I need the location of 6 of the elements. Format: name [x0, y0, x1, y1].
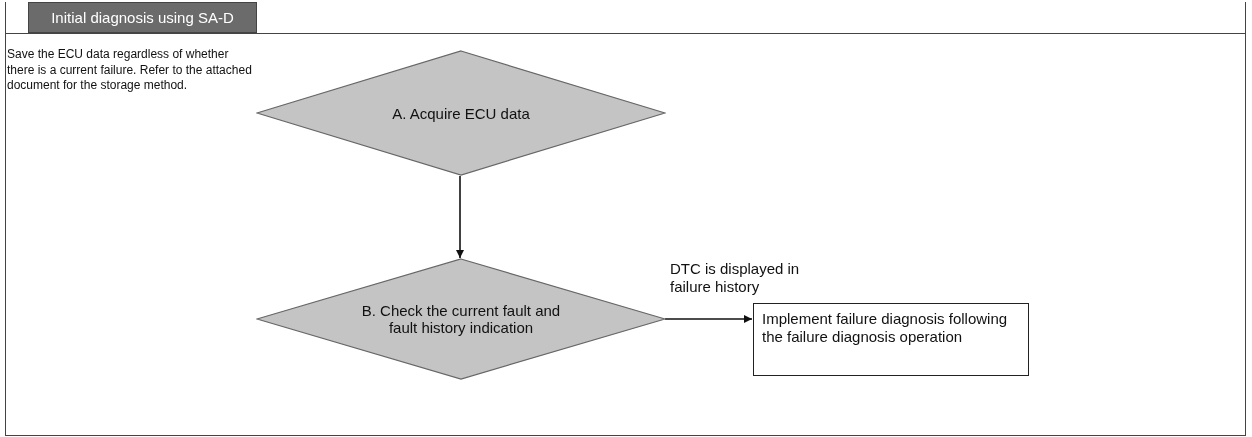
decision-text: B. Check the current fault and fault history indication — [360, 302, 562, 336]
section-title-tab: Initial diagnosis using SA-D — [28, 2, 257, 33]
decision-text: A. Acquire ECU data — [392, 104, 530, 122]
process-box: Implement failure diagnosis following the failure diagnosis operation — [753, 303, 1029, 376]
note-text: Save the ECU data regardless of whether there is a current failure. Refer to the attached document for the storage method. — [7, 47, 253, 94]
group-frame — [5, 2, 1246, 436]
